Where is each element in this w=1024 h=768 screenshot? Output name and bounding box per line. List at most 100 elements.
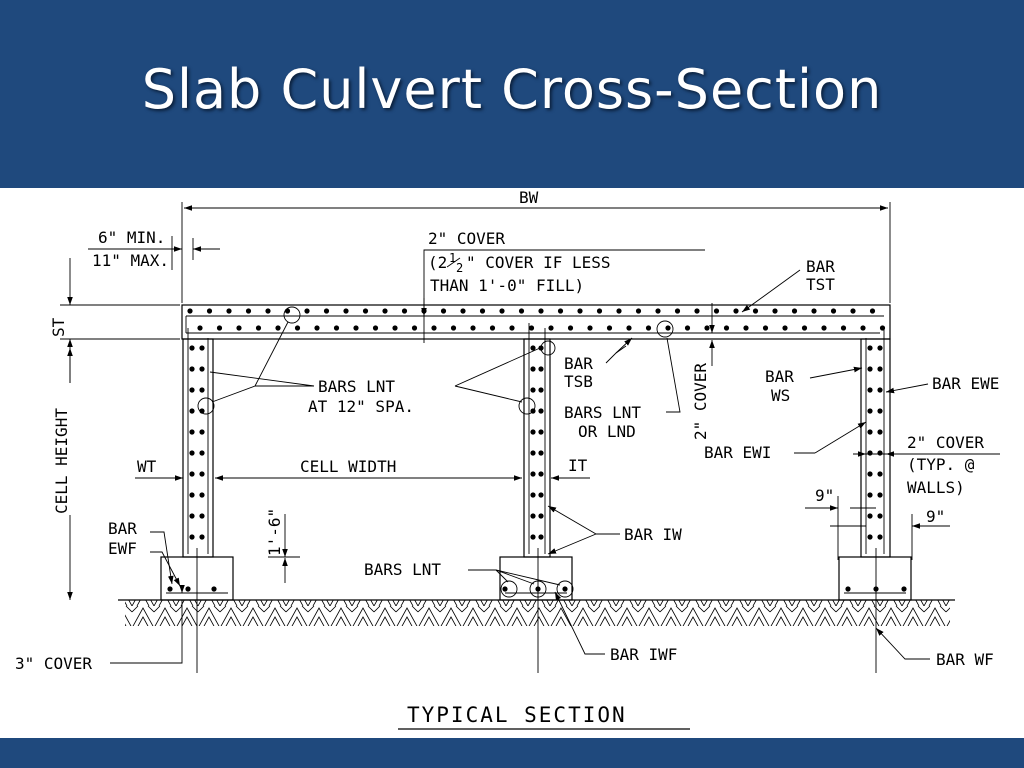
rebar-dot	[189, 345, 195, 351]
rebar-dot	[538, 429, 544, 435]
bar-ws-callout: BAR WS	[765, 366, 863, 405]
rebar-dot	[562, 586, 568, 592]
rebar-dot	[199, 534, 205, 540]
rebar-dot	[304, 308, 310, 314]
one-six-label: 1'-6"	[265, 508, 284, 556]
rebar-dot	[530, 366, 536, 372]
st-dimension: ST	[49, 258, 180, 384]
bar-ewe-callout: BAR EWE	[885, 374, 999, 394]
footings	[160, 556, 912, 601]
rebar-dot	[509, 325, 515, 331]
rebar-dot	[877, 429, 883, 435]
top-cover-note: 2" COVER (2 1 2 " COVER IF LESS THAN 1'-…	[421, 229, 705, 343]
rebar-dot	[791, 308, 798, 314]
rebar-dot	[684, 325, 691, 331]
cover-3-label: 3" COVER	[15, 654, 92, 673]
vertical-cover-dimension: 2" COVER	[691, 303, 715, 440]
rebar-dot	[635, 308, 642, 314]
rebar-dot	[189, 366, 195, 372]
cell-height-label: CELL HEIGHT	[52, 408, 71, 514]
bw-dimension: BW	[181, 188, 891, 303]
rebar-dot	[674, 308, 681, 314]
rebar-dot	[538, 387, 544, 393]
rebar-dot	[199, 471, 205, 477]
rebar-dot	[782, 325, 788, 331]
rebar-dot	[199, 387, 205, 393]
rebar-dot	[867, 450, 873, 456]
rebar-dot	[762, 325, 769, 331]
rebar-dot	[440, 308, 447, 314]
bars-lnt-lnd-label-2: OR LND	[578, 422, 636, 441]
rebar-dot	[411, 325, 418, 331]
rebar-dot	[596, 308, 603, 314]
rebar-dot	[245, 308, 252, 314]
bar-ewe-label: BAR EWE	[932, 374, 999, 393]
rebar-dot	[189, 513, 195, 519]
ground-hatch	[118, 599, 955, 626]
rebar-dot	[460, 308, 466, 314]
bars-lnt-bottom-label: BARS LNT	[364, 560, 441, 579]
rebar-dot	[538, 408, 544, 414]
rebar-dot	[538, 471, 544, 477]
rebar-dot	[867, 471, 873, 477]
rebar-dot	[189, 492, 195, 498]
rebar-dot	[567, 325, 574, 331]
cover-walls-label-3: WALLS)	[907, 478, 965, 497]
cover-2-label: 2" COVER	[428, 229, 505, 248]
rebar-dot	[401, 308, 408, 314]
bars-lnt-footing-callout: BARS LNT	[364, 560, 561, 586]
cover-25-denominator: 2	[456, 261, 463, 275]
bars-lnt-lnd-callout: BARS LNT OR LND	[564, 337, 681, 441]
rebar-dot	[877, 471, 883, 477]
nine-label-1: 9"	[815, 486, 834, 505]
rebar-dot	[867, 492, 873, 498]
rebar-dot	[265, 308, 271, 314]
rebar-dot	[733, 308, 739, 314]
rebar-dot	[392, 325, 398, 331]
rebar-dot	[187, 308, 193, 314]
rebar-dot	[197, 325, 203, 331]
bar-ewf-label-1: BAR	[108, 519, 137, 538]
rebar-dot	[470, 325, 476, 331]
rebar-dot	[489, 325, 496, 331]
rebar-dot	[606, 325, 613, 331]
rebar-dot	[236, 325, 242, 331]
bar-wf-label: BAR WF	[936, 650, 994, 669]
rebar-dot	[860, 325, 866, 331]
nine-label-2: 9"	[926, 507, 945, 526]
rebar-dot	[189, 471, 195, 477]
drawing-area: BW 6" MIN. 11" MAX. 2" COVER (2 1 2 " CO…	[0, 188, 1024, 738]
rebar-dot	[530, 534, 536, 540]
rebar-dot	[199, 429, 205, 435]
rebar-dot	[587, 325, 593, 331]
rebar-dot	[528, 325, 535, 331]
rebar-dot	[226, 308, 232, 314]
rebar-dot	[333, 325, 340, 331]
rebar-dot	[538, 534, 544, 540]
bw-label: BW	[519, 188, 539, 207]
bar-ewi-label: BAR EWI	[704, 443, 771, 462]
typical-section-label: TYPICAL SECTION	[407, 703, 627, 727]
bar-tsb-label-1: BAR	[564, 354, 593, 373]
bars-lnt-spacing-callout: BARS LNT AT 12" SPA.	[209, 321, 541, 416]
rebar-dot	[189, 408, 195, 414]
rebar-dot	[189, 387, 195, 393]
rebar-dot	[538, 366, 544, 372]
bar-ewf-label-2: EWF	[108, 539, 137, 558]
rebar-dot	[877, 492, 883, 498]
min-6-label: 6" MIN.	[98, 228, 165, 247]
rebar-dot	[167, 586, 173, 592]
footer-bar	[0, 738, 1024, 768]
cell-height-dimension: CELL HEIGHT	[52, 348, 78, 600]
rebar-dot	[867, 408, 873, 414]
rebar-dot	[199, 366, 205, 372]
slab-overhang-dimension: 6" MIN. 11" MAX.	[88, 228, 220, 270]
bar-tst-label-1: BAR	[806, 257, 835, 276]
rebar-dot	[530, 471, 536, 477]
rebar-dot	[431, 325, 437, 331]
rebar-dot	[877, 387, 883, 393]
rebar-dot	[723, 325, 730, 331]
footing-depth-dimension: 1'-6"	[265, 508, 300, 583]
rebar-dot	[199, 513, 205, 519]
bar-iw-label: BAR IW	[624, 525, 682, 544]
